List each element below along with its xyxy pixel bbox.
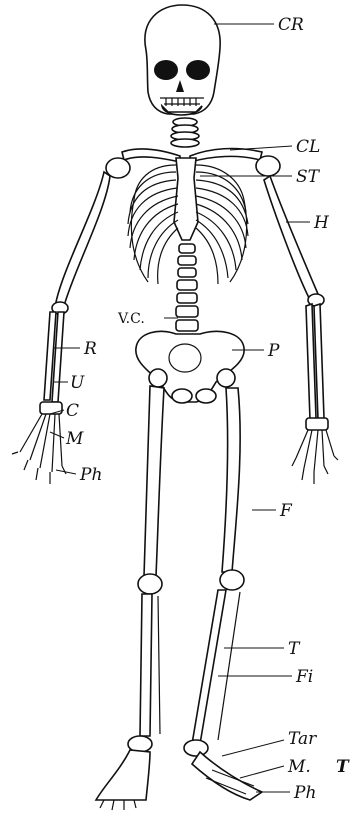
label-metatarsals-suffix: T <box>336 757 350 777</box>
left-eye-socket <box>154 60 178 80</box>
right-eye-socket <box>186 60 210 80</box>
right-hand <box>292 418 338 484</box>
label-metacarpals: M <box>65 429 84 449</box>
label-phalanges-foot: Ph <box>293 783 316 803</box>
label-carpals: C <box>66 401 79 421</box>
skull <box>145 5 220 115</box>
label-tibia: T <box>288 639 301 659</box>
label-sternum: ST <box>296 167 321 187</box>
label-radius: R <box>83 339 97 359</box>
label-femur: F <box>279 501 293 521</box>
left-hand <box>12 402 66 484</box>
label-cranium: CR <box>278 15 304 35</box>
right-leg <box>184 388 262 800</box>
label-clavicle: CL <box>296 137 320 157</box>
label-humerus: H <box>313 213 330 233</box>
cervical-vertebrae <box>171 118 199 147</box>
label-phalanges-hand: Ph <box>79 465 102 485</box>
label-vertebral-column: V.C. <box>117 311 145 327</box>
lumbar-vertebrae <box>176 244 198 331</box>
left-foot <box>96 736 152 810</box>
label-ulna: U <box>70 373 85 393</box>
label-pelvis: P <box>267 341 280 361</box>
label-tarsals: Tar <box>288 729 317 749</box>
left-leg <box>96 386 164 810</box>
label-metatarsals-prefix: M. <box>287 757 311 777</box>
label-fibula: Fi <box>295 667 313 687</box>
